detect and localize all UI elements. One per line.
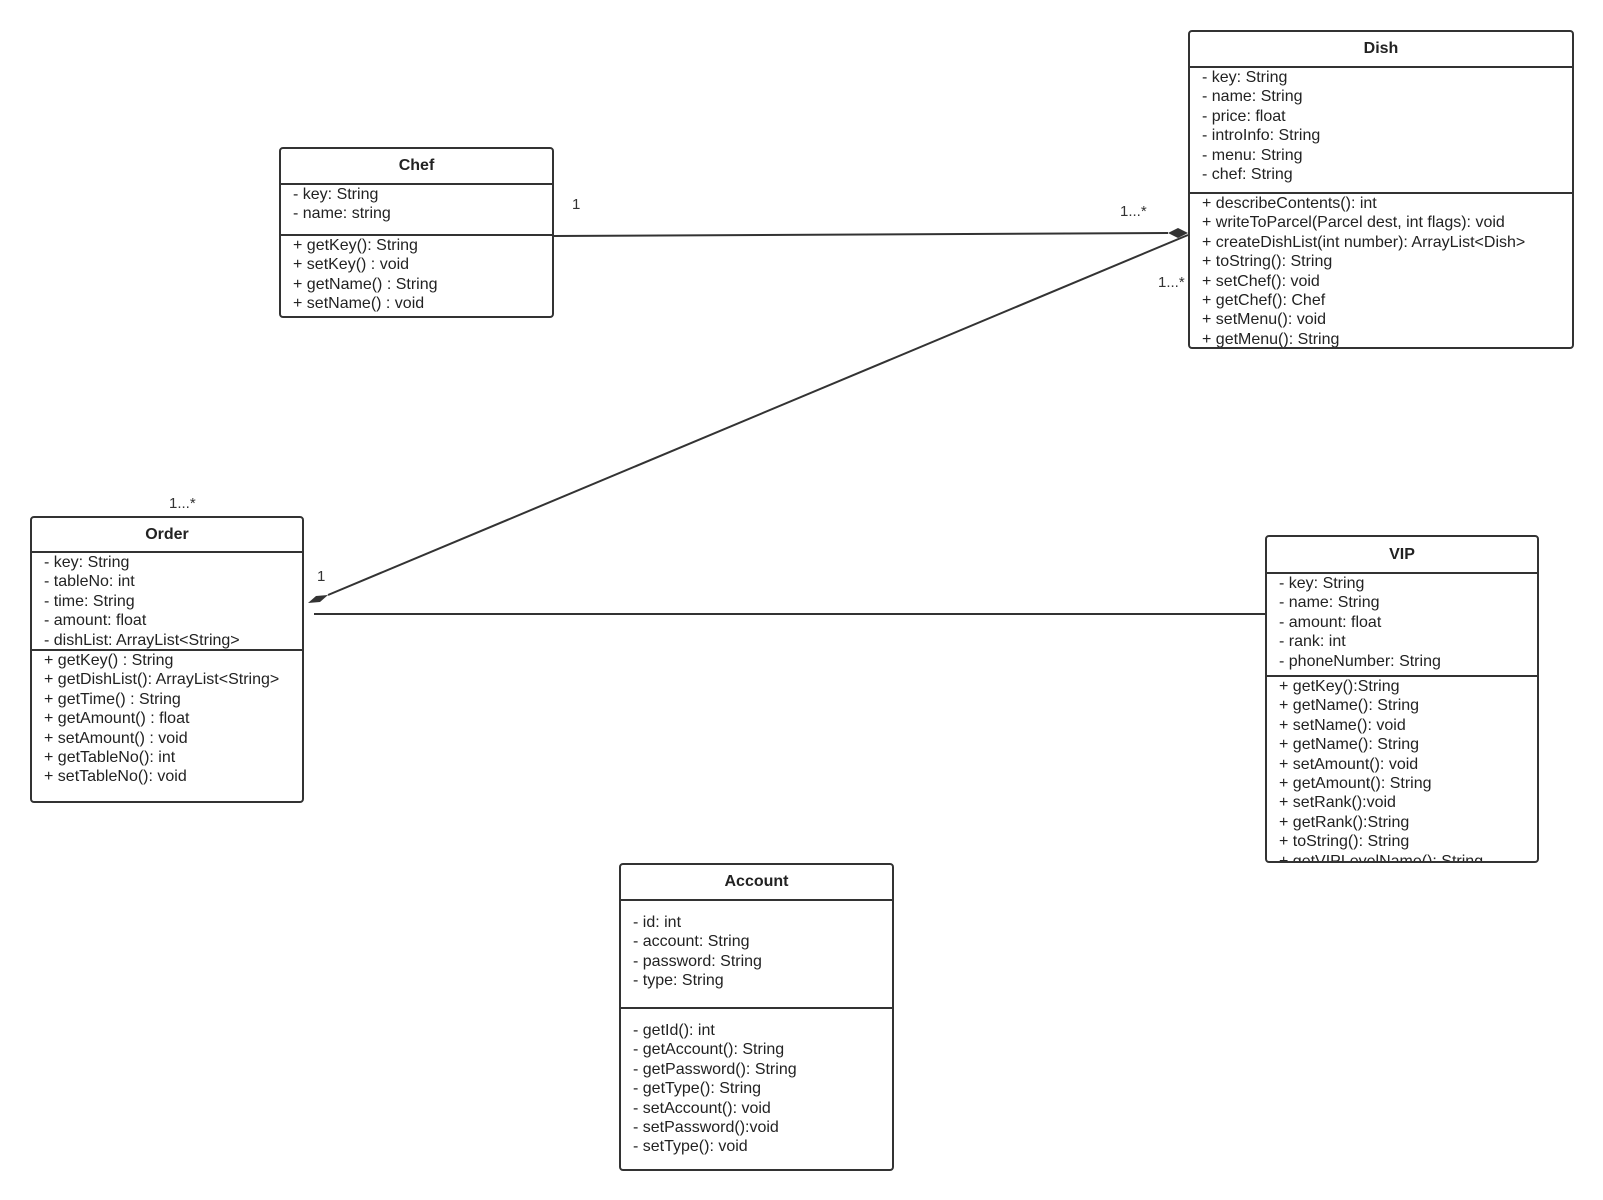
- attribute: - dishList: ArrayList<String>: [44, 631, 240, 649]
- attribute: - key: String: [1202, 69, 1288, 86]
- class-name: VIP: [1267, 537, 1537, 574]
- multiplicity-order: 1...*: [169, 495, 196, 512]
- composition-diamond-order: [308, 595, 328, 603]
- attribute: - key: String: [44, 554, 130, 571]
- method: + getRank():String: [1279, 813, 1410, 831]
- method: + getKey():String: [1279, 678, 1400, 695]
- attribute: - chef: String: [1202, 166, 1293, 184]
- composition-diamond-dish: [1168, 228, 1188, 238]
- attribute: - key: String: [293, 186, 379, 203]
- method: + setMenu(): void: [1202, 311, 1327, 329]
- attribute: - amount: float: [1279, 613, 1382, 631]
- method: + toString(): String: [1279, 833, 1410, 851]
- attributes-section: - key: String - name: String- amount: flo…: [1267, 574, 1537, 677]
- class-name: Chef: [281, 149, 552, 185]
- class-chef[interactable]: Chef- key: String - name: string + getKey(…: [279, 147, 554, 318]
- methods-section: + describeContents(): int + writeToParcel…: [1190, 194, 1572, 348]
- method: + describeContents(): int: [1202, 195, 1377, 212]
- multiplicity-chef: 1: [572, 196, 581, 213]
- attribute: - account: String: [633, 933, 750, 951]
- attributes-section: - key: String - tableNo: int- time: Strin…: [32, 553, 302, 651]
- chef-dish-link: [553, 232, 1169, 237]
- method: + writeToParcel(Parcel dest, int flags):…: [1202, 214, 1505, 232]
- class-account[interactable]: Account - id: int - account: String- passw…: [619, 863, 894, 1171]
- method: - getAccount(): String: [633, 1041, 785, 1059]
- attribute: - time: String: [44, 592, 135, 610]
- method: + getDishList(): ArrayList<String>: [44, 671, 280, 689]
- attribute: - id: int: [633, 914, 682, 931]
- method: + setAmount() : void: [44, 729, 188, 747]
- method: - getPassword(): String: [633, 1060, 797, 1078]
- method: + setChef(): void: [1202, 272, 1320, 290]
- attribute: - tableNo: int: [44, 573, 135, 591]
- attribute: - type: String: [633, 972, 724, 990]
- method: + setKey() : void: [293, 256, 410, 274]
- class-name: Order: [32, 518, 302, 553]
- order-dish-link: [327, 234, 1189, 596]
- attribute: - rank: int: [1279, 633, 1346, 651]
- method: + getAmount(): String: [1279, 775, 1432, 793]
- method: + getChef(): Chef: [1202, 292, 1326, 310]
- method: + getName() : String: [293, 275, 438, 293]
- method: + setName() : void: [293, 295, 425, 313]
- attribute: - introInfo: String: [1202, 127, 1321, 145]
- methods-section: + getKey() : String + getDishList(): Arra…: [32, 651, 302, 787]
- multiplicity-dish-order: 1...*: [1158, 274, 1185, 291]
- class-name: Account: [621, 865, 892, 901]
- class-order[interactable]: Order- key: String - tableNo: int- time: …: [30, 516, 304, 803]
- attribute: - password: String: [633, 952, 762, 970]
- method: - getId(): int: [633, 1022, 715, 1039]
- method: + getTime() : String: [44, 690, 181, 708]
- attributes-section: - id: int - account: String- password: St…: [621, 901, 892, 1009]
- method: + getMenu(): String: [1202, 330, 1340, 348]
- multiplicity-dish-chef: 1...*: [1120, 203, 1147, 220]
- method: + setName(): void: [1279, 716, 1406, 734]
- method: + getKey() : String: [44, 652, 174, 669]
- method: + getName(): String: [1279, 697, 1420, 715]
- method: + getKey(): String: [293, 237, 418, 254]
- attribute: - name: String: [1279, 594, 1380, 612]
- attribute: - name: String: [1202, 88, 1303, 106]
- attributes-section: - key: String - name: string: [281, 185, 552, 236]
- method: + setAmount(): void: [1279, 755, 1419, 773]
- methods-section: + getKey(): String + setKey() : void+ get…: [281, 236, 552, 314]
- method: - setPassword():void: [633, 1119, 779, 1137]
- method: + getAmount() : float: [44, 710, 190, 728]
- attribute: - phoneNumber: String: [1279, 652, 1441, 670]
- method: - getType(): String: [633, 1080, 762, 1098]
- attribute: - amount: float: [44, 612, 147, 630]
- method: + toString(): String: [1202, 253, 1333, 271]
- methods-section: + getKey():String+ getName(): String+ se…: [1267, 677, 1537, 863]
- method: + setTableNo(): void: [44, 768, 187, 786]
- method: + getTableNo(): int: [44, 749, 176, 767]
- method: + getName(): String: [1279, 736, 1420, 754]
- attribute: - price: float: [1202, 107, 1286, 125]
- class-name: Dish: [1190, 32, 1572, 68]
- attribute: - menu: String: [1202, 146, 1303, 164]
- method: - setAccount(): void: [633, 1099, 771, 1117]
- attribute: - key: String: [1279, 575, 1365, 592]
- class-vip[interactable]: VIP- key: String - name: String- amount: …: [1265, 535, 1539, 863]
- attribute: - name: string: [293, 205, 391, 223]
- method: + setRank():void: [1279, 794, 1396, 812]
- method: + createDishList(int number): ArrayList<…: [1202, 233, 1526, 251]
- multiplicity-order-dish: 1: [317, 568, 326, 585]
- method: + getVIPLevelName(): String: [1279, 852, 1484, 863]
- method: - setType(): void: [633, 1138, 748, 1156]
- attributes-section: - key: String - name: String- price: floa…: [1190, 68, 1572, 194]
- methods-section: - getId(): int- getAccount(): String- ge…: [621, 1009, 892, 1157]
- class-dish[interactable]: Dish- key: String - name: String- price: …: [1188, 30, 1574, 349]
